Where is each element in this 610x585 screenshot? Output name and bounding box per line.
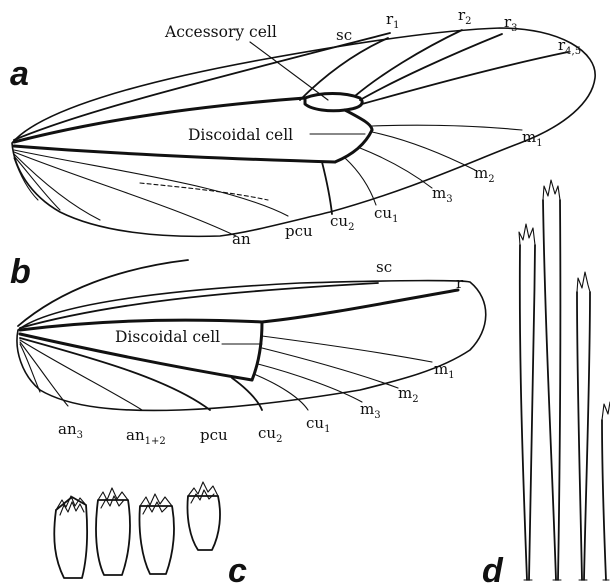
wing-b-vein-r: [20, 290, 458, 330]
wing-b: b Discoidal cell sc r m1 m2 m3 cu1 cu2 p…: [10, 253, 486, 447]
wing-b-vein-pcu: [20, 338, 210, 410]
wing-b-discoidal-cell-label: Discoidal cell: [115, 328, 220, 346]
wing-a-r3-label: r3: [504, 13, 518, 34]
wing-a-vein-r45: [362, 52, 568, 104]
wing-a-outline: [12, 28, 595, 236]
wing-b-m1-label: m1: [434, 360, 455, 381]
bristle-4: [602, 402, 610, 580]
wing-b-outline: [17, 281, 486, 411]
scales-c: c: [54, 482, 247, 585]
wing-a-vein-basal-2: [14, 156, 60, 210]
wing-b-discoidal-end: [252, 322, 262, 380]
wing-a-r1-label: r1: [386, 10, 400, 31]
wing-a-vein-r1: [300, 38, 388, 100]
wing-a-vein-cu2: [322, 162, 332, 214]
panel-letter-a: a: [10, 55, 29, 93]
wing-a-vein-m1: [372, 125, 522, 130]
wing-a-vein-sc: [14, 33, 390, 140]
panel-letter-b: b: [10, 253, 31, 291]
wing-a-r45-label: r4,5: [558, 36, 581, 57]
wing-a-m2-label: m2: [474, 164, 495, 185]
wing-b-cu2-label: cu2: [258, 424, 282, 445]
wing-a-discoidal-upper: [345, 110, 372, 130]
bristle-3: [577, 272, 590, 580]
wing-b-vein-m1: [262, 336, 432, 362]
wing-a-accessory-cell-label: Accessory cell: [164, 23, 277, 41]
bristle-1: [519, 224, 535, 580]
wing-a-vein-an: [14, 152, 236, 236]
wing-a-vein-m2: [372, 132, 475, 170]
wing-a-cu2-label: cu2: [330, 212, 354, 233]
bristles-d: d: [482, 180, 610, 585]
wing-b-r-label: r: [456, 274, 464, 292]
wing-a-vein-dashed: [140, 183, 268, 200]
wing-b-cu1-label: cu1: [306, 414, 330, 435]
wing-a-r2-label: r2: [458, 6, 472, 27]
wing-b-vein-cu1: [254, 374, 308, 410]
wing-a-discoidal-cell-label: Discoidal cell: [188, 126, 293, 144]
wing-a-discoidal-end: [335, 130, 372, 162]
wing-a-pcu-label: pcu: [285, 222, 313, 240]
scale-2: [96, 488, 130, 575]
wing-b-vein-m2: [262, 348, 398, 388]
wing-a-sc-label: sc: [336, 26, 352, 44]
panel-letter-d: d: [482, 552, 504, 585]
wing-b-an3-label: an3: [58, 420, 83, 441]
wing-b-pcu-label: pcu: [200, 426, 228, 444]
wing-b-sc-label: sc: [376, 258, 392, 276]
scale-3: [139, 494, 174, 574]
scale-1: [54, 496, 87, 578]
wing-a-accessory-cell: [305, 94, 362, 111]
wing-b-m2-label: m2: [398, 384, 419, 405]
wing-a-cu1-label: cu1: [374, 204, 398, 225]
wing-a-m1-label: m1: [522, 128, 543, 149]
wing-b-m3-label: m3: [360, 400, 381, 421]
bristle-2: [543, 180, 561, 580]
wing-a-m3-label: m3: [432, 184, 453, 205]
wing-b-vein-an12: [20, 340, 142, 410]
scale-4: [187, 482, 220, 550]
wing-a-an-label: an: [232, 230, 251, 248]
wing-a-vein-r2: [355, 30, 462, 96]
wing-a: a Accessory cell Discoidal cell sc r1 r2…: [10, 6, 595, 248]
wing-a-vein-cu1: [345, 158, 376, 205]
wing-a-vein-r3: [360, 34, 502, 100]
panel-letter-c: c: [228, 552, 247, 585]
wing-b-an12-label: an1+2: [126, 426, 166, 447]
